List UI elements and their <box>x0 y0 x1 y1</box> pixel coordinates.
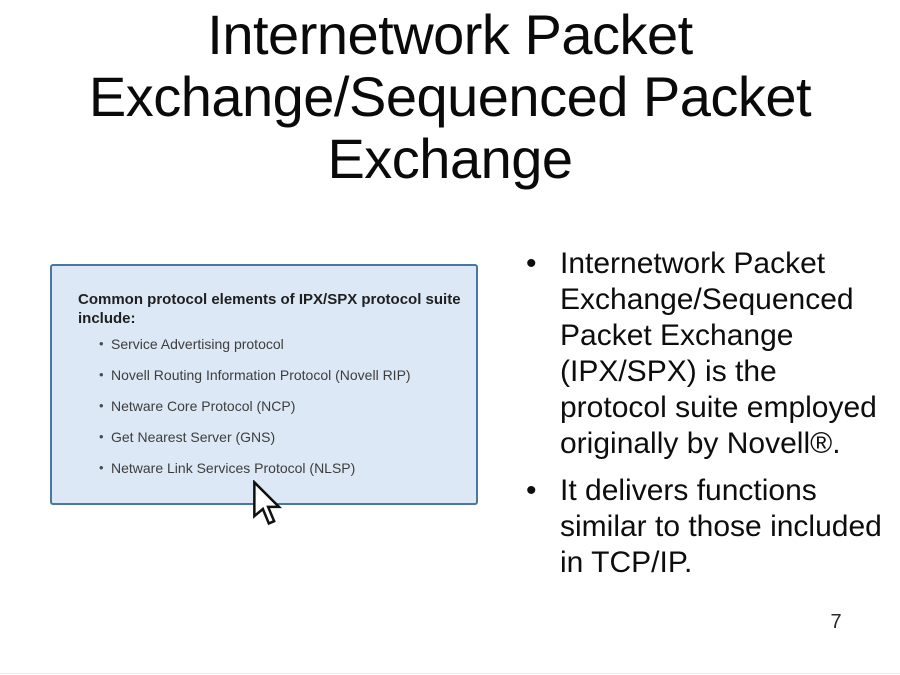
bottom-hairline-divider <box>0 673 900 674</box>
list-item: Netware Core Protocol (NCP) <box>99 398 411 414</box>
screenshot-box-list: Service Advertising protocol Novell Rout… <box>99 336 411 491</box>
protocol-elements-screenshot-box: Common protocol elements of IPX/SPX prot… <box>50 264 478 505</box>
list-item: Service Advertising protocol <box>99 336 411 352</box>
slide-title: Internetwork Packet Exchange/Sequenced P… <box>0 4 900 190</box>
slide-page-number: 7 <box>830 611 842 633</box>
slide-title-line: Exchange <box>327 127 573 190</box>
bullet-item: Internetwork Packet Exchange/Sequenced P… <box>520 246 888 462</box>
list-item: Novell Routing Information Protocol (Nov… <box>99 367 411 383</box>
list-item: Get Nearest Server (GNS) <box>99 429 411 445</box>
slide-body-bullets: Internetwork Packet Exchange/Sequenced P… <box>520 246 888 592</box>
slide-title-line: Exchange/Sequenced Packet <box>88 65 812 128</box>
list-item: Netware Link Services Protocol (NLSP) <box>99 460 411 476</box>
mouse-arrow-cursor-icon <box>253 480 283 526</box>
screenshot-box-heading: Common protocol elements of IPX/SPX prot… <box>78 291 461 327</box>
bullet-item: It delivers functions similar to those i… <box>520 473 888 581</box>
slide-title-line: Internetwork Packet <box>207 3 693 66</box>
